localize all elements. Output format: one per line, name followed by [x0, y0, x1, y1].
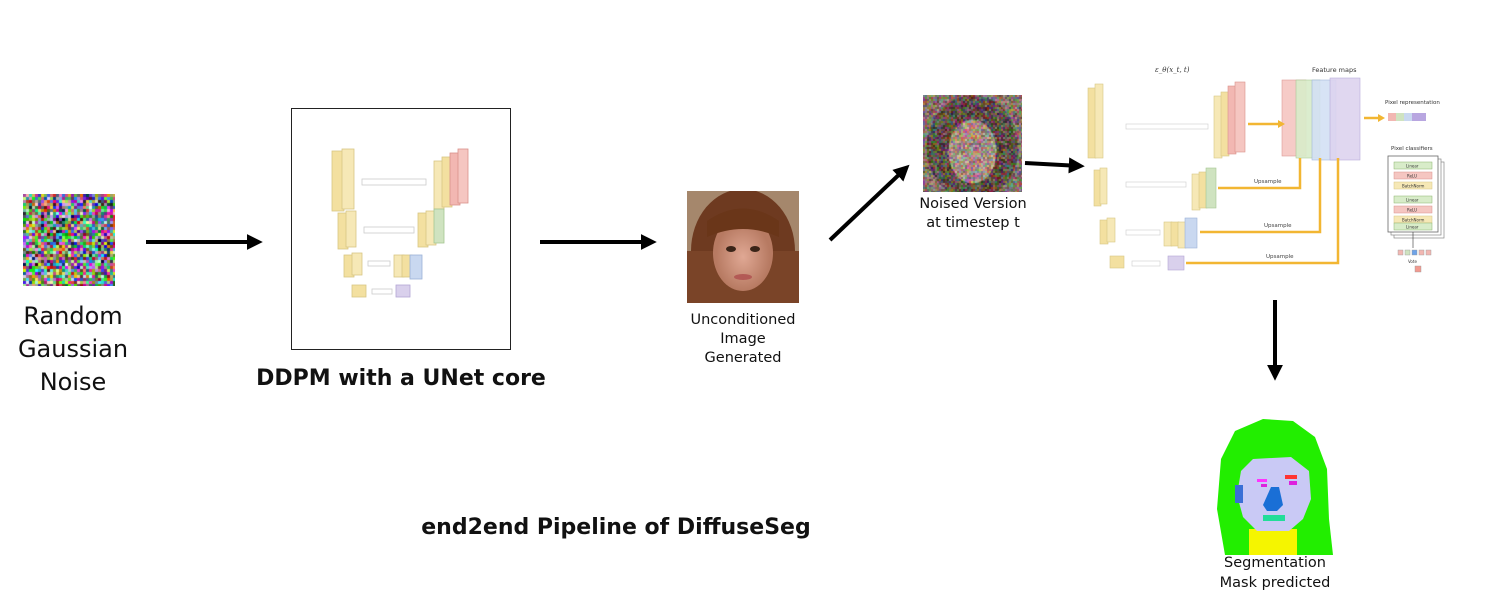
unet-skip3 [367, 260, 391, 267]
cls-linear-1-label: Linear [1406, 164, 1419, 169]
feature-extraction-diagram: ε_θ(x_t, t) Feature maps Upsample Upsamp… [1087, 66, 1445, 273]
generated-face-image [687, 191, 799, 303]
arrow-noised-to-network [1024, 157, 1085, 174]
seg-eye-right [1289, 481, 1297, 485]
cls-linear-2-label: Linear [1406, 198, 1419, 203]
cls-linear-2 [1393, 195, 1433, 204]
cls-batchnorm-1 [1393, 181, 1433, 190]
noise-caption-line-1: Random [23, 302, 123, 330]
upsample-label-1: Upsample [1254, 179, 1282, 185]
unet-bottom-b [395, 284, 411, 298]
net-skip3 [1125, 229, 1161, 236]
noised-caption-line-1: Noised Version [919, 196, 1027, 212]
net-dec4 [1167, 255, 1185, 271]
cls-relu-2 [1393, 205, 1433, 214]
unet-skip1 [361, 178, 427, 186]
net-dec2c [1205, 167, 1217, 209]
segmentation-caption-line-1: Segmentation [1224, 555, 1326, 571]
vote-output [1414, 265, 1422, 273]
segmentation-caption: Segmentation Mask predicted [1200, 553, 1350, 593]
unet-enc2b [345, 210, 357, 248]
generated-caption-line-2: Image [720, 331, 766, 347]
generated-caption-line-1: Unconditioned [690, 312, 796, 328]
cls-relu-2-label: ReLU [1407, 208, 1417, 213]
unet-skip2 [363, 226, 415, 234]
seg-brow-right [1285, 475, 1297, 479]
seg-eye-left [1261, 484, 1267, 487]
unet-dec1d [457, 148, 469, 204]
unet-bottom-a [351, 284, 367, 298]
feature-maps-label: Feature maps [1312, 66, 1357, 74]
upsample-line-2 [1200, 158, 1322, 234]
arrow-image-to-noised [828, 164, 910, 242]
ddpm-unet-frame [291, 108, 511, 350]
upsample-line-1 [1218, 158, 1302, 190]
cls-relu-1-label: ReLU [1407, 174, 1417, 179]
seg-neck [1249, 529, 1297, 555]
pixrep-seg2 [1396, 113, 1404, 121]
generated-caption-line-3: Generated [704, 350, 782, 366]
segmentation-mask-image [1217, 419, 1333, 555]
cls-linear-3 [1393, 222, 1433, 231]
seg-nose [1263, 487, 1283, 511]
gaussian-noise-image [23, 194, 115, 286]
net-enc2b [1099, 167, 1108, 205]
orange-arrow-top-head [1278, 120, 1285, 128]
pipeline-title: end2end Pipeline of DiffuseSeg [421, 515, 811, 540]
net-skip2 [1125, 181, 1187, 188]
unet-enc1b [341, 148, 355, 210]
cls-out-4 [1418, 249, 1425, 256]
pixrep-seg3 [1404, 113, 1412, 121]
noised-caption: Noised Version at timestep t [905, 195, 1041, 233]
seg-mouth [1263, 515, 1285, 521]
cls-relu-1 [1393, 171, 1433, 180]
net-enc3b [1106, 217, 1116, 243]
net-dec3d [1184, 217, 1198, 249]
cls-linear-1 [1393, 161, 1433, 170]
unet-enc3b [351, 252, 363, 276]
cls-out-2 [1404, 249, 1411, 256]
generated-caption: Unconditioned Image Generated [670, 311, 816, 368]
seg-ear [1235, 485, 1243, 503]
unet-dec3c [409, 254, 423, 280]
noise-caption-line-2: Gaussian [17, 335, 129, 363]
pixel-classifiers-label: Pixel classifiers [1391, 146, 1433, 152]
cls-batchnorm-2-label: BatchNorm [1402, 218, 1425, 223]
noised-face-image [923, 95, 1022, 192]
cls-out-3 [1411, 249, 1418, 256]
net-dec1d [1234, 81, 1246, 153]
noise-caption-line-3: Noise [39, 368, 107, 396]
upsample-label-2: Upsample [1264, 223, 1292, 229]
vote-label: Vote [1408, 259, 1417, 264]
ddpm-caption: DDPM with a UNet core [256, 366, 546, 391]
net-skip4 [1131, 260, 1161, 267]
unet-skip4 [371, 288, 393, 295]
eps-label: ε_θ(x_t, t) [1155, 66, 1190, 74]
pixrep-seg1 [1388, 113, 1396, 121]
net-enc4 [1109, 255, 1125, 269]
pixel-representation-label: Pixel representation [1385, 100, 1440, 106]
cls-linear-3-label: Linear [1406, 225, 1419, 230]
segmentation-caption-line-2: Mask predicted [1219, 575, 1331, 591]
cls-out-5 [1425, 249, 1432, 256]
net-enc1b [1094, 83, 1104, 159]
pixrep-seg4 [1412, 113, 1426, 121]
fmap-purple [1329, 77, 1361, 161]
net-skip1 [1125, 123, 1209, 130]
cls-batchnorm-1-label: BatchNorm [1402, 184, 1425, 189]
cls-out-1 [1397, 249, 1404, 256]
seg-brow-left [1257, 479, 1267, 482]
noise-caption: Random Gaussian Noise [10, 300, 136, 399]
noised-caption-line-2: at timestep t [926, 215, 1020, 231]
unet-diagram [331, 148, 469, 298]
upsample-label-3: Upsample [1266, 254, 1294, 260]
unet-dec2c [433, 208, 445, 244]
upsample-line-3 [1186, 158, 1340, 265]
orange-arrow-rep-head [1378, 114, 1385, 122]
